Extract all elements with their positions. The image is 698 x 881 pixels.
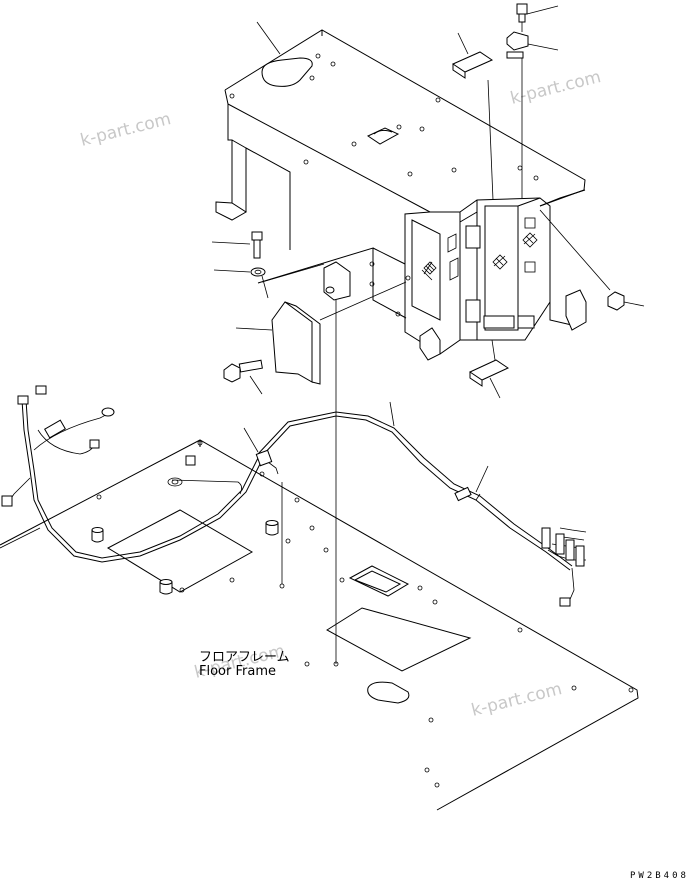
mid-bracket: [323, 261, 351, 301]
watermark-top-right: k-part.com: [508, 67, 603, 109]
cross-hatch-grille-1: [421, 261, 437, 281]
floor-studs: [91, 455, 279, 595]
watermark-bottom-right: k-part.com: [469, 679, 564, 721]
hex-nut: [539, 209, 645, 311]
top-bolt-and-clip: [506, 3, 559, 198]
floor-oval-hole: [367, 681, 410, 704]
top-slot-hole: [261, 57, 313, 87]
foot-right: [565, 289, 587, 331]
floor-hole-square: [348, 565, 410, 597]
clip-connector: [506, 31, 529, 51]
bottom-plate-bracket: [468, 339, 510, 399]
floor-frame-label-jp: フロアフレーム: [199, 650, 290, 665]
drawing-code: PW2B408: [630, 871, 689, 881]
floor-cutout-left: [106, 509, 254, 593]
side-cover: [235, 281, 407, 385]
foot-left: [419, 327, 441, 361]
floor-frame-label-en: Floor Frame: [199, 664, 276, 679]
bolt-washer-assembly: [211, 231, 325, 299]
floor-cutout-center: [326, 607, 472, 672]
floor-frame-plate: [0, 439, 639, 811]
floor-bolt-holes: [96, 440, 634, 788]
cross-hatch-grille-2: [492, 254, 508, 270]
hex-bolt-side: [223, 359, 263, 395]
callout-leaders: [256, 21, 281, 55]
cross-hatch-grille-3: [522, 232, 538, 248]
console-housing: [215, 29, 587, 361]
wiring-harness: [0, 385, 587, 607]
watermark-top-left: k-part.com: [78, 109, 173, 151]
top-plate-bracket: [451, 32, 494, 201]
